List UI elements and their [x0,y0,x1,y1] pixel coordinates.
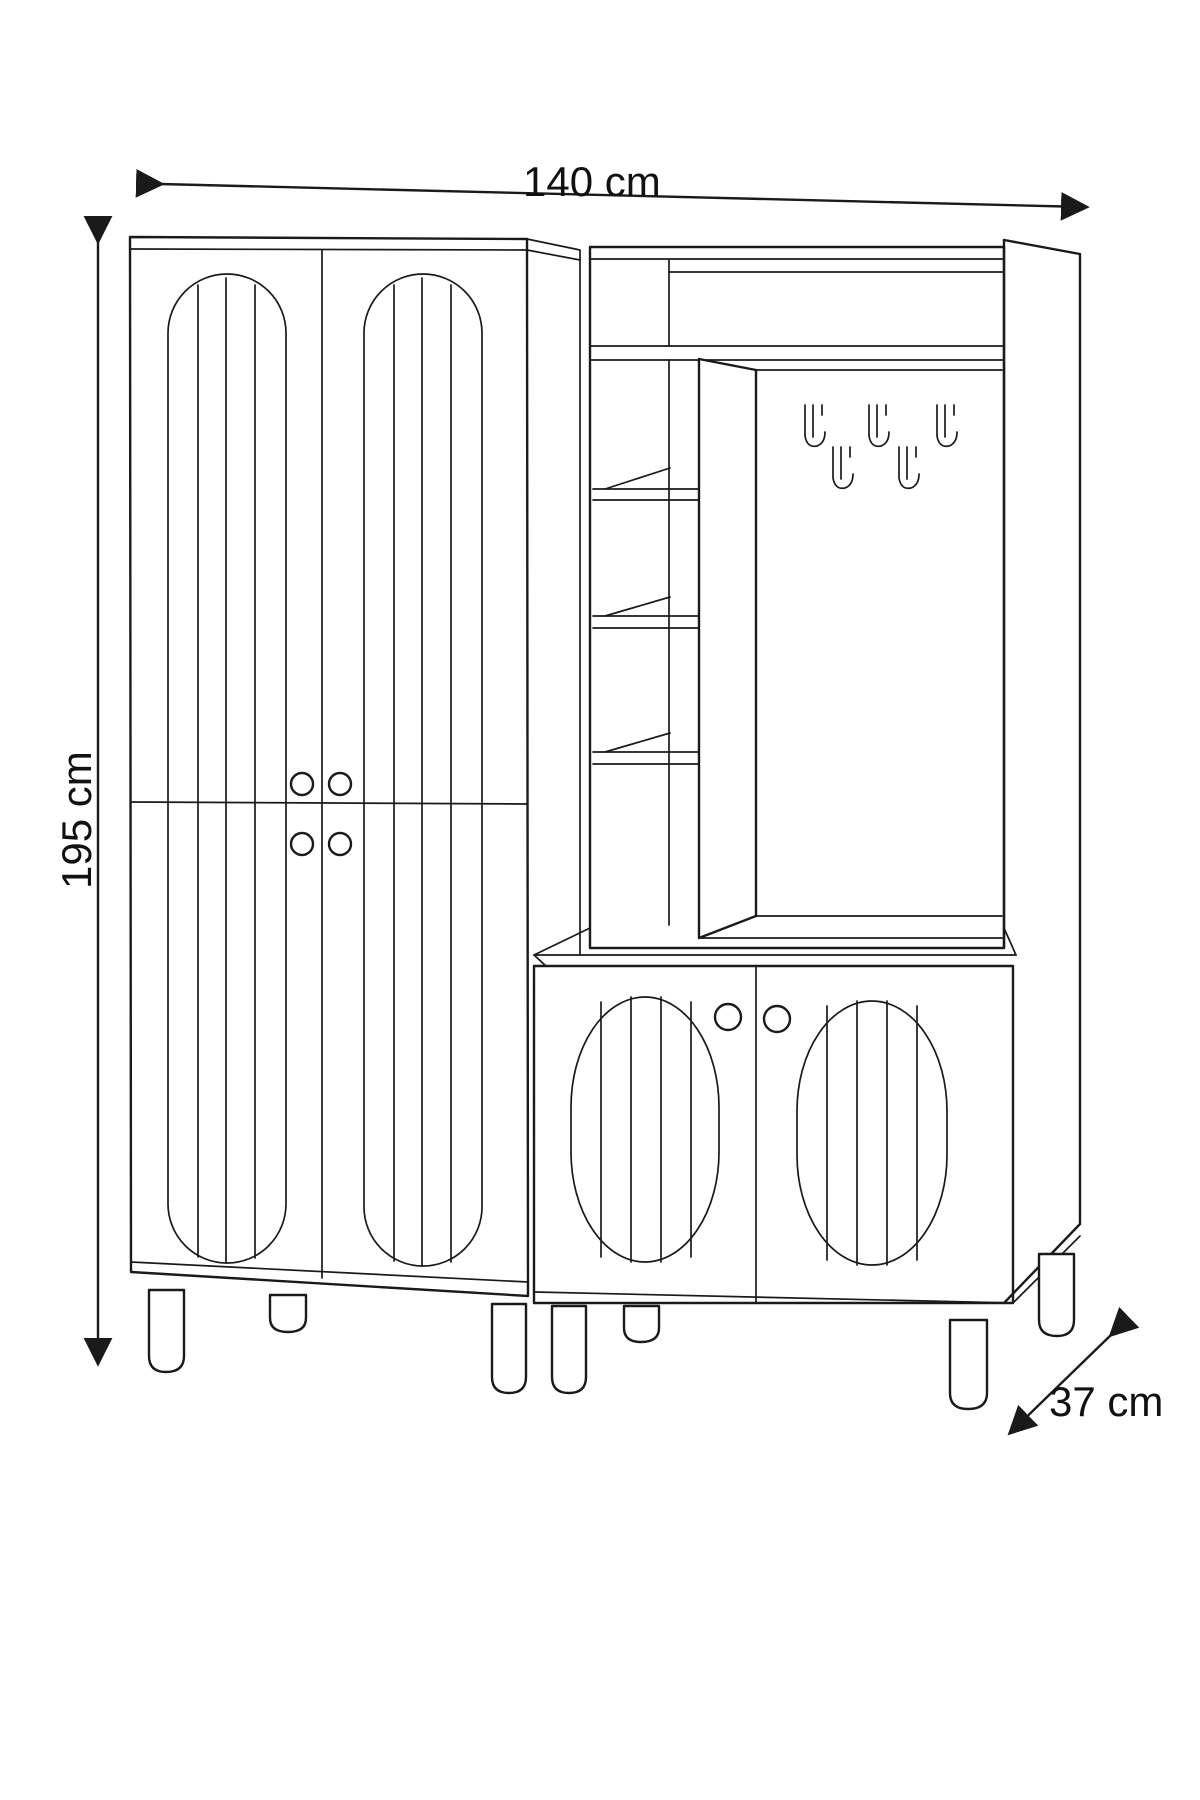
width-dimension-line [135,169,1090,221]
right-upper-arch-panel [363,273,483,1267]
lower-right-oval-panel [796,1000,948,1266]
hook-icon [898,446,920,490]
knob-icon [289,831,315,857]
lower-left-oval-panel [570,996,720,1263]
left-tall-cabinet [128,235,581,1395]
knob-icon [713,1002,743,1032]
right-hall-cabinet [532,238,1082,1411]
hook-icon [868,404,890,448]
width-label: 140 cm [523,158,661,205]
left-upper-arch-panel [167,273,287,1264]
coat-hooks [804,404,958,490]
depth-dimension-line [1007,1306,1140,1436]
knob-icon [762,1004,792,1034]
height-label: 195 cm [53,751,100,889]
hook-icon [832,446,854,490]
hook-icon [936,404,958,448]
hook-icon [804,404,826,448]
knob-icon [289,771,315,797]
depth-label: 37 cm [1049,1378,1163,1425]
knob-icon [327,831,353,857]
knob-icon [327,771,353,797]
